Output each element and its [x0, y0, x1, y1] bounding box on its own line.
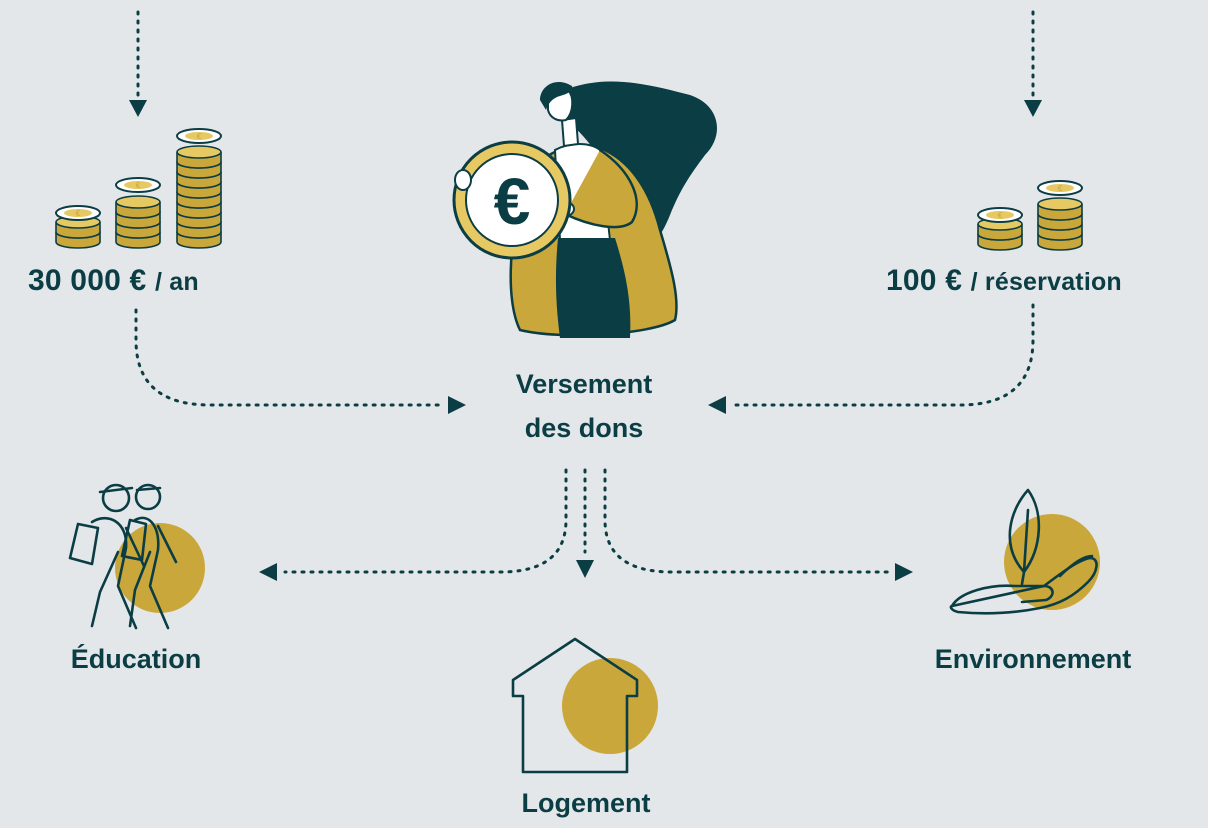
top-right-arrow: [1024, 10, 1042, 117]
hand-leaf-icon: [949, 488, 1100, 615]
hikers-icon: [68, 483, 205, 630]
coin-stacks-icon-right: [977, 180, 1083, 251]
top-left-arrow: [129, 10, 147, 117]
center-label-line2: des dons: [524, 413, 644, 443]
center-label: Versement des dons: [484, 362, 684, 450]
house-icon: [511, 637, 658, 774]
housing-label: Logement: [521, 788, 651, 818]
right-flow-arrow: [708, 303, 1035, 414]
woman-holding-euro-coin-illustration: €: [452, 81, 717, 338]
left-amount-unit: / an: [154, 268, 199, 296]
environment-label: Environnement: [934, 644, 1132, 674]
housing-flow-arrow: [576, 468, 594, 578]
education-label: Éducation: [70, 644, 202, 674]
right-amount-label: 100 € / réservation: [886, 264, 1122, 298]
right-amount-value: 100 €: [886, 264, 963, 297]
left-amount-value: 30 000 €: [28, 264, 147, 297]
coin-stacks-icon: [55, 128, 222, 249]
left-amount-label: 30 000 € / an: [28, 264, 199, 298]
environment-flow-arrow: [603, 468, 913, 581]
left-flow-arrow: [134, 308, 466, 414]
svg-text:€: €: [494, 164, 531, 238]
education-flow-arrow: [259, 468, 568, 581]
center-label-line1: Versement: [515, 369, 653, 399]
right-amount-unit: / réservation: [970, 268, 1122, 296]
